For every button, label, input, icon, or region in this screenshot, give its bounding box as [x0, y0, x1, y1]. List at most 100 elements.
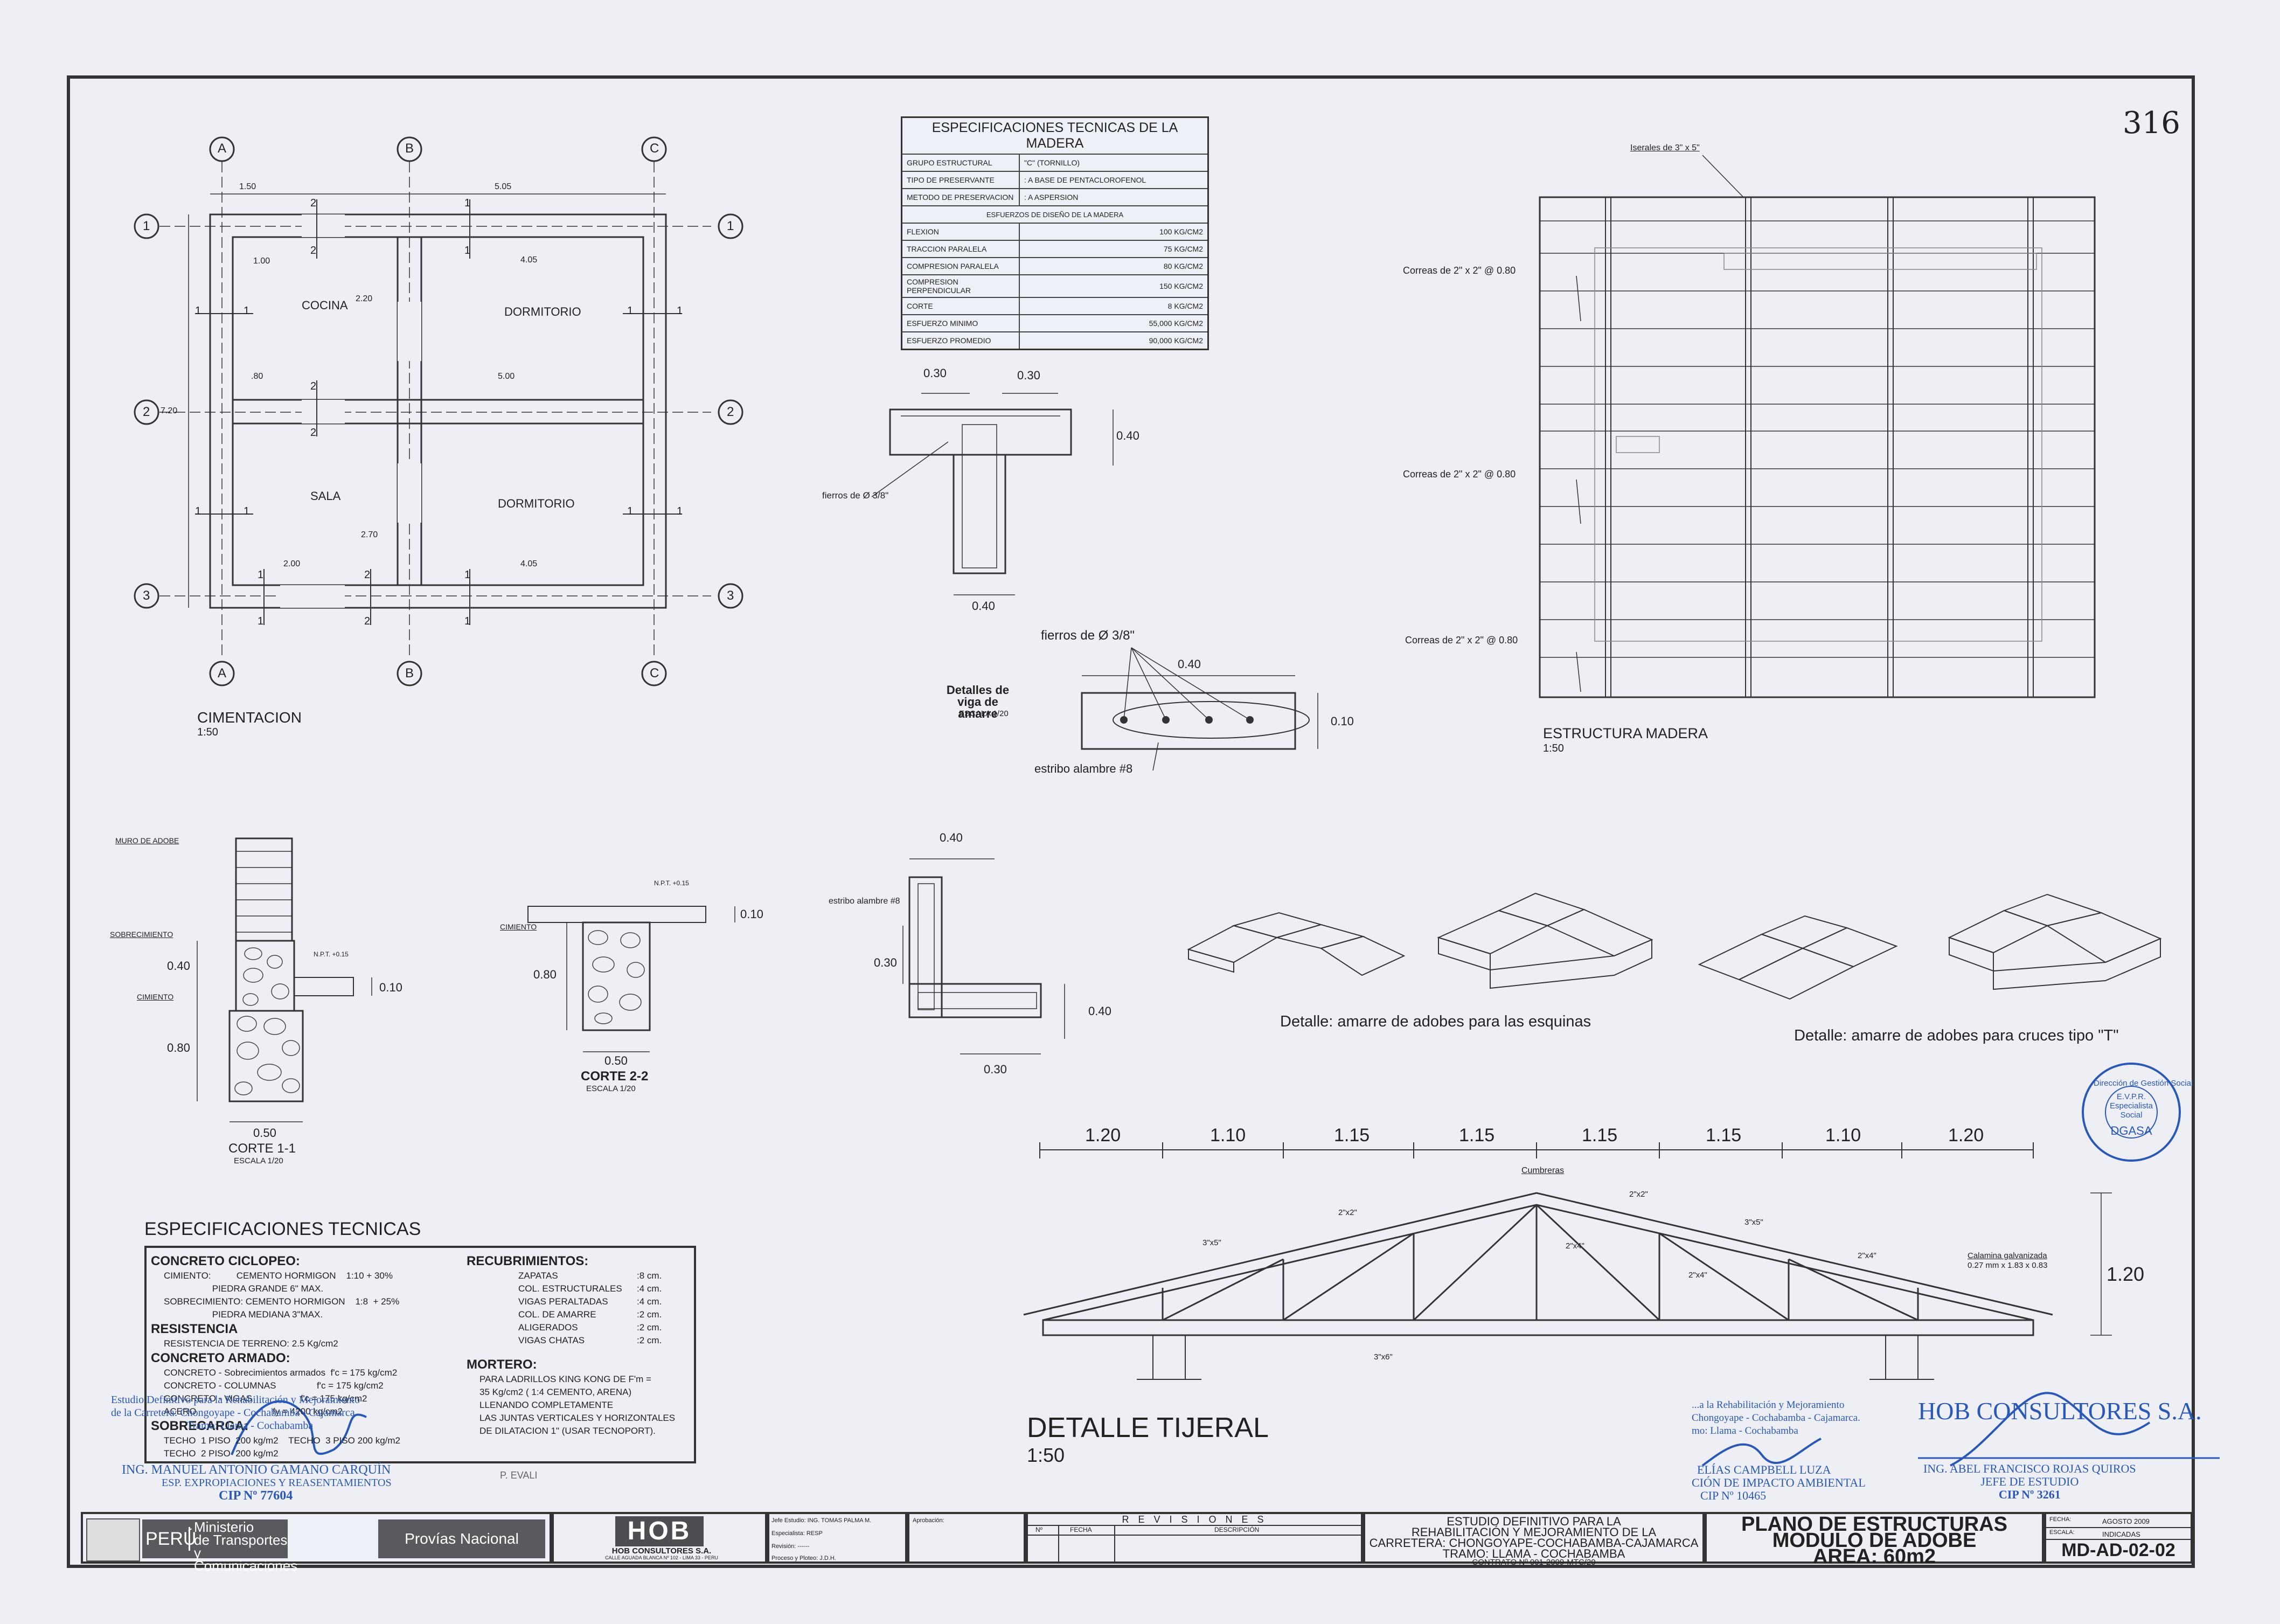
signature-scribbles [231, 1392, 2220, 1467]
specs-heading: MORTERO: [467, 1357, 537, 1372]
dim-1-00: 1.00 [253, 256, 270, 266]
provias-logo: Provías Nacional [378, 1519, 545, 1558]
tijeral-label-3x5-b: 3"x5" [1744, 1218, 1763, 1227]
peru-seal-icon [86, 1518, 140, 1561]
corte1-dim-080: 0.80 [167, 1041, 190, 1054]
corte2-label-npt: N.P.T. +0.15 [654, 879, 689, 887]
axis-2-left: 2 [143, 405, 150, 419]
wood-spec-value: 100 KG/CM2 [1019, 223, 1209, 241]
axis-2-right: 2 [727, 405, 734, 419]
tijeral-span-4: 1.15 [1459, 1125, 1495, 1146]
cimentacion-scale: 1:50 [197, 726, 218, 738]
tijeral-label-3x6: 3"x6" [1374, 1352, 1393, 1362]
cut-mark-1l: 1 [464, 569, 471, 581]
tijeral-title: DETALLE TIJERAL [1027, 1412, 1269, 1443]
peru-text: PERÚ [145, 1527, 196, 1551]
specs-line: TECHO 2 PISO 200 kg/m2 [164, 1448, 279, 1459]
estructura-title: ESTRUCTURA MADERA [1543, 725, 1708, 741]
sheet-number: 316 [2123, 106, 2180, 141]
dim-1-50: 1.50 [239, 182, 256, 191]
hob-name: HOB CONSULTORES S.A. [611, 1546, 712, 1556]
corte-1-1-stones [234, 947, 300, 1095]
specs-line: COL. DE AMARRE [518, 1309, 596, 1320]
specs-line: TECHO 1 PISO 200 kg/m2 TECHO 3 PISO 200 … [164, 1435, 401, 1446]
wood-spec-value: "C" (TORNILLO) [1019, 154, 1209, 172]
tijeral-label-2x2-b: 2"x2" [1629, 1190, 1648, 1199]
escala-row: ESCALA: INDICADAS [2046, 1527, 2191, 1540]
specs-line: ALIGERADOS [518, 1322, 578, 1332]
cut-mark-1j: 1 [677, 505, 683, 517]
foundation-plan-lines [134, 136, 743, 686]
tijeral-label-calamina-dims: 0.27 mm x 1.83 x 0.83 [1968, 1261, 2048, 1270]
wood-spec-label: FLEXION [901, 223, 1020, 241]
adobe-corner-isometrics [1187, 892, 2162, 1000]
corte2-dim-080: 0.80 [533, 968, 557, 981]
specs-panel: CONCRETO CICLOPEO: CIMIENTO: CEMENTO HOR… [144, 1246, 696, 1463]
viga-dim-040-b: 0.40 [972, 599, 995, 613]
tijeral-label-2x4-a: 2"x4" [1566, 1241, 1584, 1251]
cut-mark-2: 2 [310, 197, 317, 209]
wood-spec-title: ESPECIFICACIONES TECNICAS DE LA MADERA [901, 116, 1209, 155]
viga-t-section-lines [871, 393, 1114, 595]
stamp-company: HOB CONSULTORES S.A. [1918, 1397, 2202, 1425]
l-dim-040-top: 0.40 [940, 831, 963, 844]
truss-lines [1023, 1142, 2112, 1380]
hob-block: HOB HOB CONSULTORES S.A. CALLE AGUADA BL… [552, 1512, 767, 1564]
specs-line: CONCRETO - Sobrecimientos armados f'c = … [164, 1368, 398, 1378]
stamp-small-left: P. EVALI [500, 1470, 538, 1481]
specs-line: RESISTENCIA DE TERRENO: 2.5 Kg/cm2 [164, 1338, 338, 1349]
corte1-label-cimiento: CIMIENTO [137, 993, 174, 1001]
wood-spec-value: 90,000 KG/CM2 [1019, 331, 1209, 350]
axis-1-left: 1 [143, 219, 150, 233]
viga-detail-scale: ESCALA 1/20 [959, 709, 1009, 718]
dim-4-05-top: 4.05 [520, 255, 538, 265]
cut-mark-1k: 1 [258, 569, 264, 581]
corte-2-2-lines [527, 906, 735, 1052]
dim-7-20: 7.20 [161, 406, 178, 415]
tijeral-label-2x4-c: 2"x4" [1858, 1251, 1876, 1260]
revisions-header: R E V I S I O N E S [1028, 1514, 1361, 1526]
tijeral-label-cumbreras: Cumbreras [1521, 1166, 1565, 1175]
tijeral-span-2: 1.10 [1210, 1125, 1246, 1146]
cut-mark-1c: 1 [195, 305, 201, 317]
axis-b-bottom: B [405, 666, 414, 681]
drawing-code: MD-AD-02-02 [2061, 1540, 2175, 1560]
specs-line: COL. ESTRUCTURALES [518, 1283, 622, 1294]
approval-block: Aprobación: [907, 1512, 1026, 1564]
cut-mark-1: 1 [464, 197, 471, 209]
tijeral-span-1: 1.20 [1085, 1125, 1121, 1146]
dim-4-05-bottom: 4.05 [520, 559, 538, 568]
corte1-scale: ESCALA 1/20 [234, 1156, 283, 1165]
room-dormitorio-2: DORMITORIO [498, 497, 575, 510]
viga-dim-010: 0.10 [1331, 714, 1354, 728]
dim-5-00: 5.00 [498, 372, 515, 381]
room-sala: SALA [310, 489, 341, 503]
estructura-label-correas-2: Correas de 2" x 2" @ 0.80 [1403, 469, 1516, 480]
adobe-cruces-caption: Detalle: amarre de adobes para cruces ti… [1794, 1027, 2119, 1044]
plan-title-block: PLANO DE ESTRUCTURAS MODULO DE ADOBE ARE… [1705, 1512, 2044, 1567]
specs-line: :4 cm. [637, 1296, 662, 1307]
cut-mark-1e: 1 [627, 305, 634, 317]
wood-spec-label: COMPRESION PARALELA [901, 257, 1020, 275]
wood-structure-plan-lines [1539, 155, 2096, 698]
stamp-left: Estudio Definitivo para la Rehabilitació… [111, 1394, 360, 1432]
viga-dim-040-a: 0.40 [1116, 429, 1139, 442]
room-dormitorio-1: DORMITORIO [504, 305, 581, 318]
wood-spec-label: COMPRESION PERPENDICULAR [901, 274, 1020, 298]
cut-mark-1m: 1 [258, 615, 264, 627]
corte1-dim-010: 0.10 [379, 981, 402, 994]
corte2-title: CORTE 2-2 [581, 1069, 649, 1084]
corte1-title: CORTE 1-1 [228, 1141, 296, 1156]
wood-spec-table: ESPECIFICACIONES TECNICAS DE LA MADERA G… [901, 116, 1209, 350]
room-cocina: COCINA [302, 299, 348, 312]
specs-line: 35 Kg/cm2 ( 1:4 CEMENTO, ARENA) [479, 1387, 632, 1397]
tijeral-label-calamina: Calamina galvanizada [1968, 1251, 2047, 1260]
cut-mark-1n: 1 [464, 615, 471, 627]
wood-spec-label: TIPO DE PRESERVANTE [901, 171, 1020, 189]
axis-c-bottom: C [650, 666, 659, 681]
specs-line: CIMIENTO: CEMENTO HORMIGON 1:10 + 30% [164, 1271, 393, 1281]
viga-dim-030-b: 0.30 [1017, 369, 1040, 382]
